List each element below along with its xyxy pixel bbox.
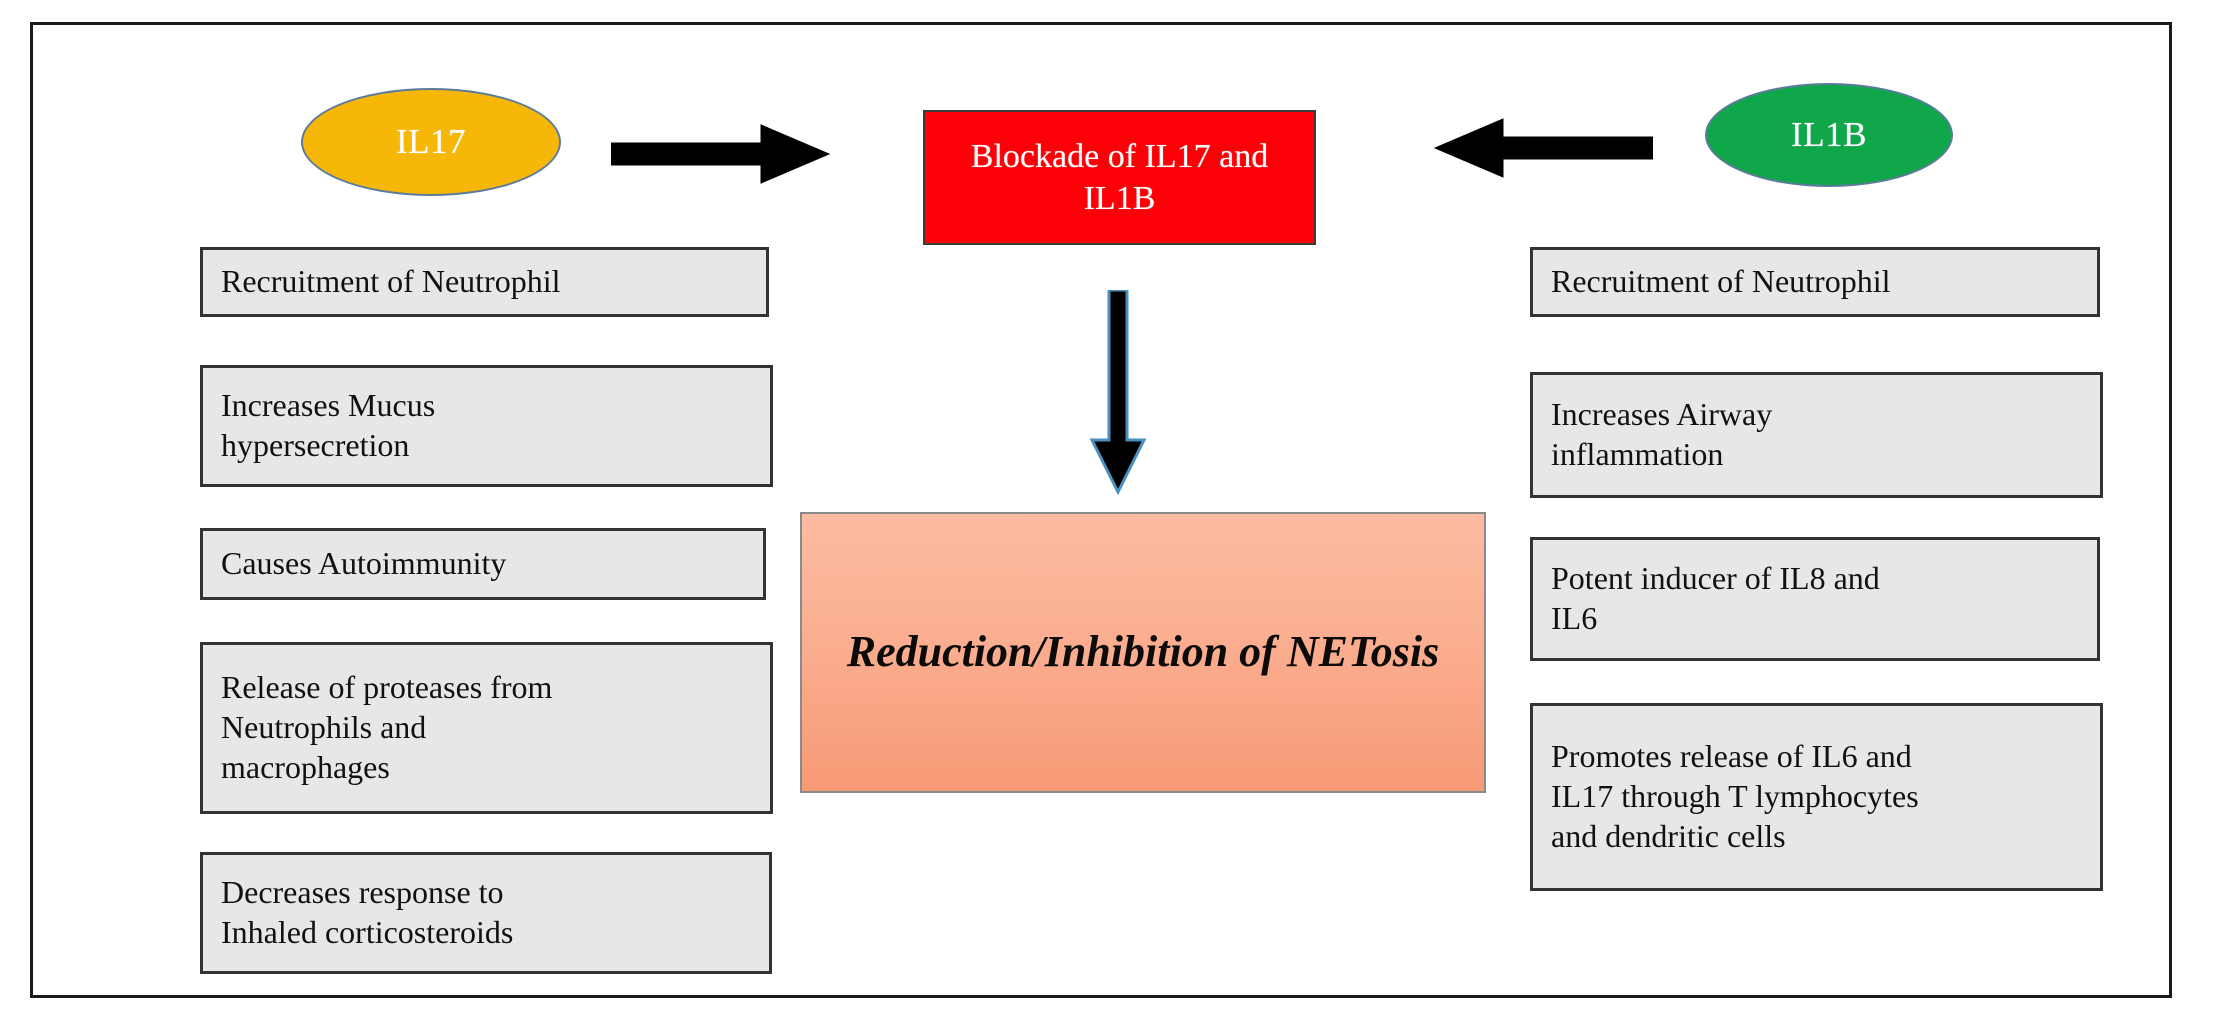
left-info-box-5-line-1: Decreases response to	[221, 873, 504, 910]
right-info-box-4-line-2: IL17 through T lymphocytes	[1551, 777, 1919, 814]
right-info-box-2-text: Increases Airway inflammation	[1551, 394, 1772, 475]
right-info-box-1[interactable]: Recruitment of Neutrophil	[1530, 247, 2100, 317]
left-info-box-5[interactable]: Decreases response to Inhaled corticoste…	[200, 852, 772, 974]
left-info-box-2-line-1: Increases Mucus	[221, 386, 436, 423]
right-info-box-2-line-2: inflammation	[1551, 436, 1724, 472]
right-info-box-2[interactable]: Increases Airway inflammation	[1530, 372, 2103, 498]
right-info-box-4-line-1: Promotes release of IL6 and	[1551, 737, 1912, 774]
left-info-box-3-text: Causes Autoimmunity	[221, 543, 506, 583]
right-info-box-3[interactable]: Potent inducer of IL8 and IL6	[1530, 537, 2100, 661]
left-info-box-1[interactable]: Recruitment of Neutrophil	[200, 247, 769, 317]
blockade-box[interactable]: Blockade of IL17 and IL1B	[923, 110, 1316, 245]
outcome-box-text: Reduction/Inhibition of NETosis	[847, 624, 1440, 680]
left-info-box-2[interactable]: Increases Mucus hypersecretion	[200, 365, 773, 487]
outcome-box-line-2: NETosis	[1286, 627, 1440, 677]
left-info-box-2-text: Increases Mucus hypersecretion	[221, 385, 435, 466]
outcome-box[interactable]: Reduction/Inhibition of NETosis	[800, 512, 1486, 793]
il17-ellipse-label: IL17	[395, 122, 467, 161]
right-info-box-1-line-1: Recruitment of Neutrophil	[1551, 262, 1891, 299]
left-info-box-2-line-2: hypersecretion	[221, 427, 410, 463]
right-info-box-2-line-1: Increases Airway	[1551, 395, 1773, 432]
right-info-box-3-line-1: Potent inducer of IL8 and	[1551, 559, 1880, 596]
right-info-box-4[interactable]: Promotes release of IL6 and IL17 through…	[1530, 703, 2103, 891]
blockade-box-line-1: Blockade of IL17	[970, 138, 1211, 176]
arrow-blockade-to-outcome-icon	[1089, 290, 1147, 495]
right-info-box-1-text: Recruitment of Neutrophil	[1551, 261, 1890, 301]
left-info-box-3-line-1: Causes Autoimmunity	[221, 544, 507, 581]
blockade-box-text: Blockade of IL17 and IL1B	[943, 136, 1296, 219]
left-info-box-4-text: Release of proteases from Neutrophils an…	[221, 667, 552, 788]
left-info-box-4[interactable]: Release of proteases from Neutrophils an…	[200, 642, 773, 814]
right-info-box-3-text: Potent inducer of IL8 and IL6	[1551, 558, 1880, 639]
left-info-box-1-line-1: Recruitment of Neutrophil	[221, 262, 561, 299]
right-info-box-4-text: Promotes release of IL6 and IL17 through…	[1551, 736, 1919, 857]
left-info-box-3[interactable]: Causes Autoimmunity	[200, 528, 766, 600]
il1b-ellipse-label: IL1B	[1791, 115, 1867, 154]
left-info-box-4-line-2: Neutrophils and	[221, 708, 427, 745]
left-info-box-5-text: Decreases response to Inhaled corticoste…	[221, 872, 513, 953]
arrow-il17-to-blockade-icon	[611, 124, 831, 184]
il1b-ellipse[interactable]: IL1B	[1705, 83, 1953, 187]
left-info-box-4-line-3: macrophages	[221, 749, 390, 786]
left-info-box-4-line-1: Release of proteases from	[221, 668, 553, 705]
blockade-box-line-2: and IL1B	[1083, 138, 1269, 217]
diagram-frame: IL17 IL1B Blockade of IL17 and IL1B Redu…	[30, 22, 2172, 998]
left-info-box-1-text: Recruitment of Neutrophil	[221, 261, 560, 301]
outcome-box-line-1: Reduction/Inhibition of	[846, 627, 1276, 677]
il17-ellipse[interactable]: IL17	[301, 88, 561, 196]
right-info-box-3-line-2: IL6	[1551, 600, 1598, 636]
right-info-box-4-line-3: and dendritic cells	[1551, 818, 1786, 855]
left-info-box-5-line-2: Inhaled corticosteroids	[221, 914, 514, 950]
arrow-il1b-to-blockade-icon	[1433, 118, 1653, 178]
